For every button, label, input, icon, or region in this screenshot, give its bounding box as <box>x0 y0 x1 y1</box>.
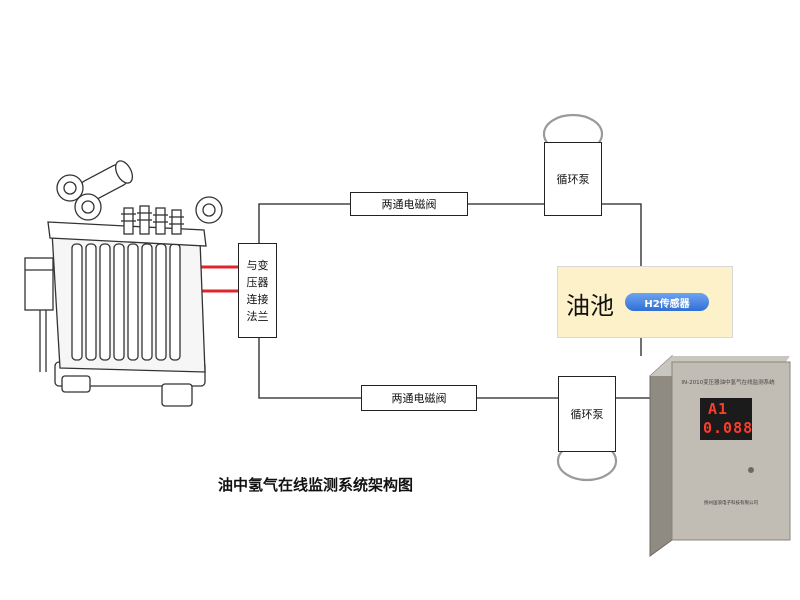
oil-tank: 油池 H2传感器 <box>557 266 733 338</box>
radiator-fin <box>127 243 139 361</box>
pipe-lines <box>258 203 651 399</box>
device-indicator-hole <box>748 467 754 473</box>
flange-label-line-1: 与变 <box>246 258 269 272</box>
circulation-pump-top-label: 循环泵 <box>556 173 590 186</box>
flange-label-line-2: 压器 <box>246 275 269 289</box>
radiator-fin <box>169 243 181 361</box>
bottom-loop-line <box>258 338 361 399</box>
device-side-face <box>649 354 673 557</box>
ring-fitting-left-inner <box>63 181 77 195</box>
solenoid-valve-top-label: 两通电磁阀 <box>381 198 437 211</box>
oil-tank-label: 油池 <box>566 292 614 320</box>
monitor-device <box>649 354 791 557</box>
solenoid-valve-bottom-label: 两通电磁阀 <box>391 392 447 405</box>
device-front-face <box>671 361 791 541</box>
transformer-foot-left <box>61 375 91 393</box>
ring-fitting-mid-inner <box>81 200 95 214</box>
bushings <box>121 205 184 235</box>
bushing <box>171 209 182 235</box>
circulation-pump-bottom-label: 循环泵 <box>570 408 604 421</box>
radiator-fins <box>71 243 181 361</box>
circulation-pump-bottom: 循环泵 <box>558 376 616 452</box>
radiator-fin <box>71 243 83 361</box>
solenoid-valve-bottom: 两通电磁阀 <box>361 385 477 411</box>
radiator-fin <box>85 243 97 361</box>
device-display-line-2: 0.088 <box>703 419 754 437</box>
solenoid-valve-top: 两通电磁阀 <box>350 192 468 216</box>
radiator-fin <box>155 243 167 361</box>
radiator-fin <box>141 243 153 361</box>
device-title: IN-2010变压器油中氢气在线监测系统 <box>681 380 775 386</box>
transformer-illustration <box>24 160 223 407</box>
diagram-caption: 油中氢气在线监测系统架构图 <box>218 476 414 494</box>
transformer-side-box <box>24 257 54 311</box>
device-display-line-1: A1 <box>708 400 729 418</box>
h2-sensor: H2传感器 <box>625 293 709 311</box>
bushing <box>155 207 166 235</box>
device-display-panel <box>700 398 752 440</box>
transformer-foot-right <box>161 383 193 407</box>
transformer-flange-box: 与变 压器 连接 法兰 <box>238 243 277 338</box>
flange-label-line-3: 连接 <box>246 292 269 306</box>
radiator-fin <box>113 243 125 361</box>
device-footer: 扬州国浪电子科技有限公司 <box>704 501 758 506</box>
ring-fitting-right-inner <box>202 203 216 217</box>
pump-to-tank-top <box>602 203 642 266</box>
top-loop-line <box>258 203 350 243</box>
radiator-fin <box>99 243 111 361</box>
conservator-end <box>114 160 134 184</box>
flange-label-line-4: 法兰 <box>246 309 269 323</box>
flange-pipes <box>196 265 238 293</box>
circulation-pump-top: 循环泵 <box>544 142 602 216</box>
h2-sensor-label: H2传感器 <box>644 298 690 310</box>
